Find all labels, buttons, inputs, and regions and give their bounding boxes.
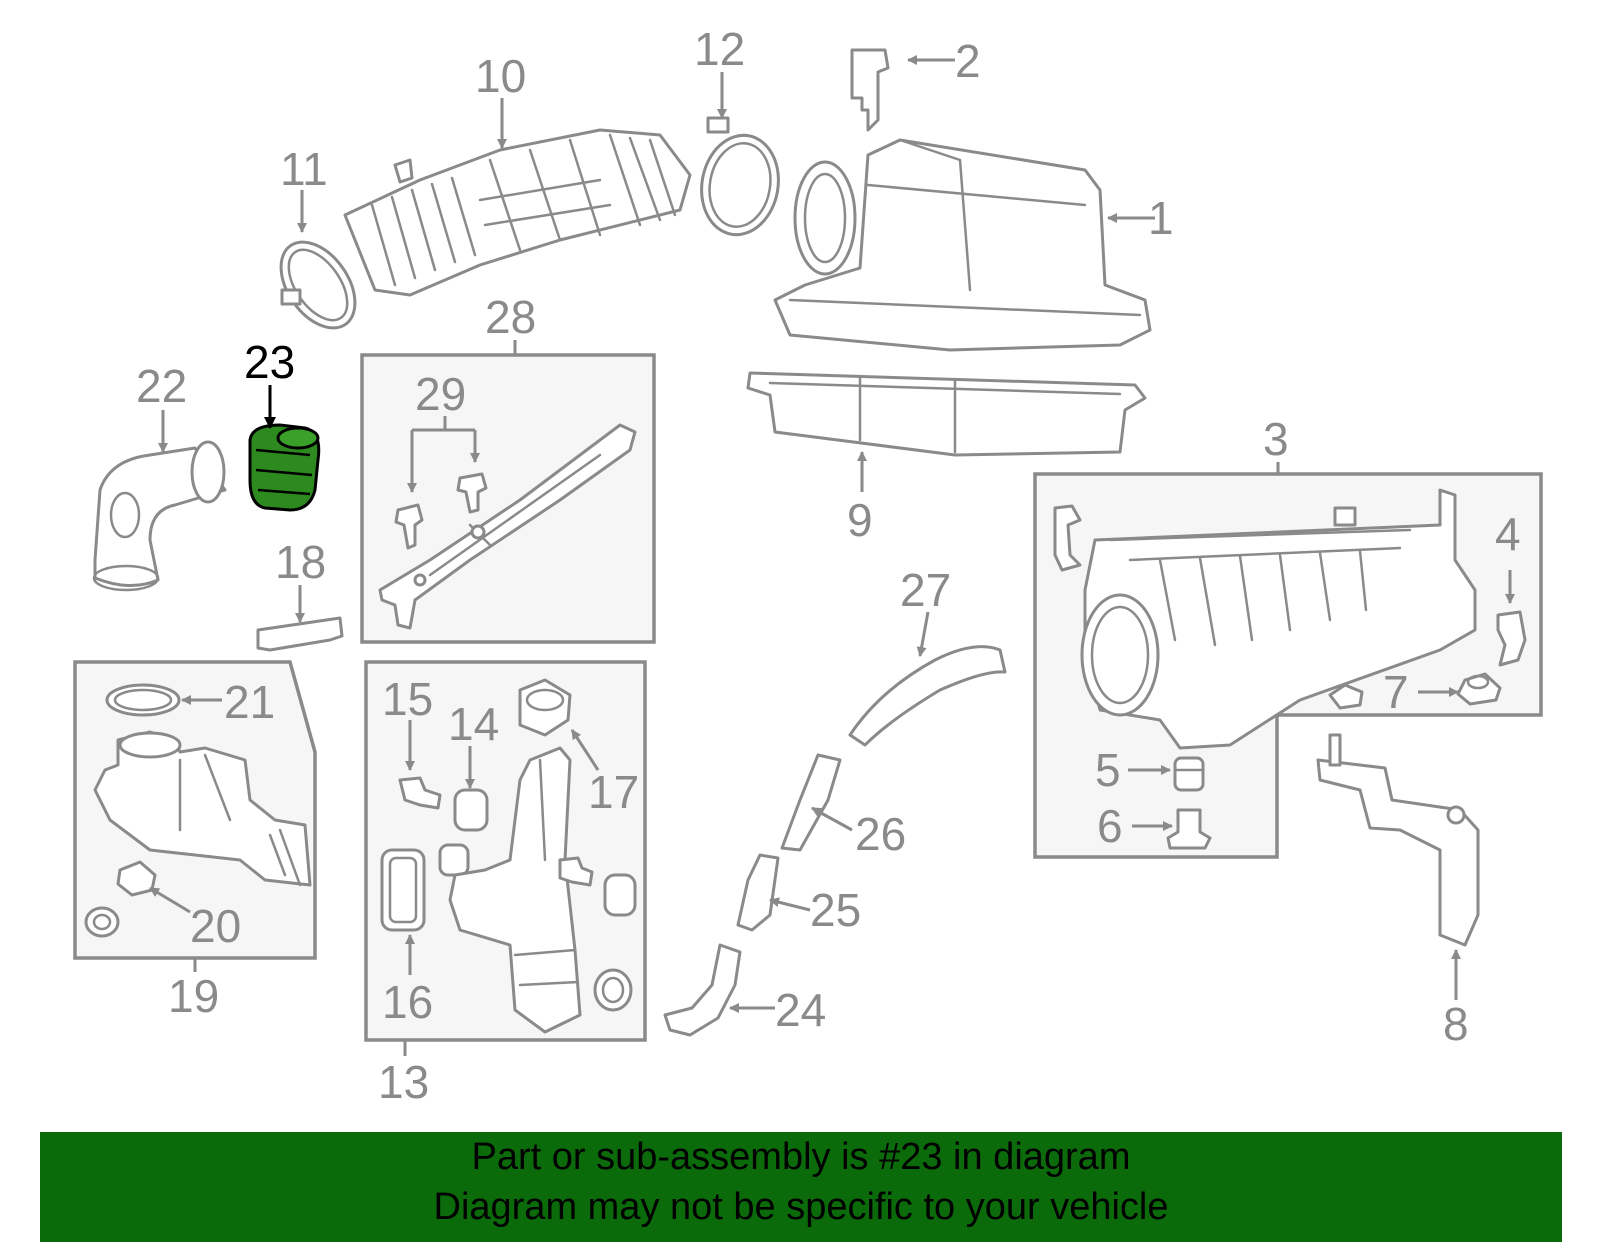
part-8-bracket [1316, 733, 1480, 947]
part-5-grommet [1173, 756, 1205, 792]
label-18: 18 [275, 536, 326, 588]
leader-17 [570, 729, 600, 771]
part-9-air-filter [746, 371, 1147, 457]
label-27: 27 [900, 564, 951, 616]
part-22-elbow-duct [92, 440, 227, 592]
part-29-fasteners [394, 472, 488, 550]
label-15: 15 [382, 673, 433, 725]
banner-line-2: Diagram may not be specific to your vehi… [433, 1186, 1169, 1228]
label-6: 6 [1097, 800, 1123, 852]
label-1: 1 [1148, 192, 1174, 244]
label-20: 20 [190, 900, 241, 952]
label-21: 21 [224, 676, 275, 728]
part-27-hose [848, 645, 1007, 747]
part-21-gasket [105, 683, 181, 717]
part-2-sensor [850, 48, 890, 132]
label-5: 5 [1095, 744, 1121, 796]
part-13-resonator [448, 746, 633, 1034]
part-1-air-cleaner-cover [773, 138, 1152, 352]
banner-background [40, 1132, 1562, 1242]
leader-27 [916, 611, 930, 657]
label-16: 16 [382, 976, 433, 1028]
part-26-hose [780, 753, 842, 852]
part-24-hose [663, 943, 742, 1037]
part-4-clip [1496, 610, 1527, 667]
label-25: 25 [810, 884, 861, 936]
label-24: 24 [775, 984, 826, 1036]
part-25-hose [736, 853, 780, 932]
label-14: 14 [448, 698, 499, 750]
part-10-intake-hose [343, 128, 692, 297]
part-16-gasket [380, 848, 426, 932]
part-11-clamp [279, 240, 357, 330]
label-10: 10 [475, 50, 526, 102]
label-28: 28 [485, 291, 536, 343]
part-15-bolt [398, 776, 442, 810]
part-17-valve [518, 678, 572, 737]
part-23-coupler [248, 423, 321, 512]
label-19: 19 [168, 970, 219, 1022]
label-4: 4 [1495, 508, 1521, 560]
label-29: 29 [415, 368, 466, 420]
label-17: 17 [588, 766, 639, 818]
part-12-clamp [700, 116, 780, 237]
label-12: 12 [694, 23, 745, 75]
leader-29 [410, 416, 477, 490]
leader-20 [149, 886, 191, 914]
label-3: 3 [1263, 413, 1289, 465]
leader-25 [769, 897, 811, 912]
label-9: 9 [847, 494, 873, 546]
part-28-shroud [378, 423, 637, 630]
label-23: 23 [244, 336, 295, 388]
label-22: 22 [136, 360, 187, 412]
label-2: 2 [955, 35, 981, 87]
label-8: 8 [1443, 998, 1469, 1050]
info-banner: Part or sub-assembly is #23 in diagram D… [40, 1132, 1562, 1242]
label-7: 7 [1383, 666, 1409, 718]
banner-line-1: Part or sub-assembly is #23 in diagram [471, 1136, 1131, 1178]
label-13: 13 [378, 1056, 429, 1108]
part-3-lower-housing [1053, 488, 1477, 750]
label-26: 26 [855, 808, 906, 860]
part-6-bolt [1166, 808, 1212, 850]
part-18-bracket [256, 616, 344, 652]
part-19-resonator [93, 730, 312, 887]
label-11: 11 [280, 143, 328, 195]
leader-26 [811, 806, 853, 832]
part-14-grommet [438, 788, 637, 917]
